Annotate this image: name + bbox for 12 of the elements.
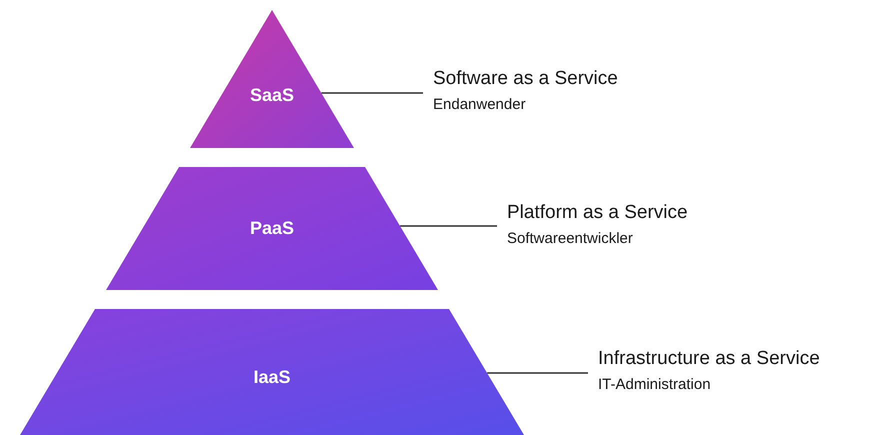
leader-line bbox=[321, 92, 423, 94]
service-title: Infrastructure as a Service bbox=[598, 347, 820, 371]
service-audience: Softwareentwickler bbox=[507, 229, 633, 249]
service-title: Platform as a Service bbox=[507, 201, 688, 225]
service-audience: Endanwender bbox=[433, 95, 526, 115]
leader-line bbox=[487, 372, 588, 374]
layer-label: SaaS bbox=[250, 84, 294, 106]
leader-line bbox=[400, 225, 497, 227]
service-title: Software as a Service bbox=[433, 67, 618, 91]
layer-label: PaaS bbox=[250, 217, 294, 239]
layer-label: IaaS bbox=[253, 366, 291, 388]
service-audience: IT-Administration bbox=[598, 375, 711, 395]
